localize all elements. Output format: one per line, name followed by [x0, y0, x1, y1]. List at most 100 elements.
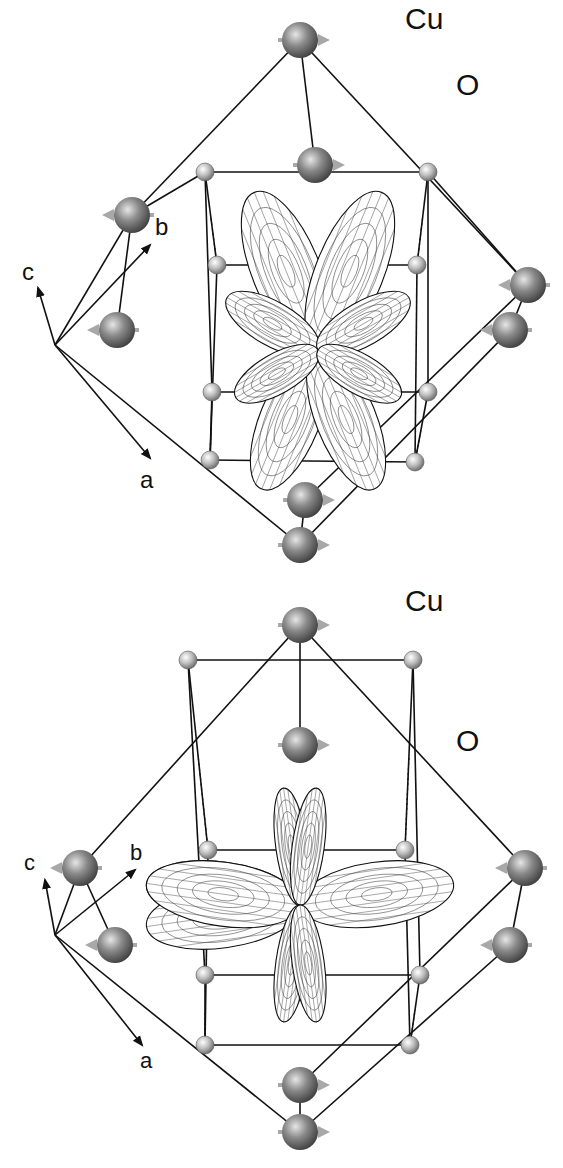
- cu-atom: [510, 267, 546, 303]
- o-atom: [196, 163, 214, 181]
- lobe-mesh: [309, 797, 323, 898]
- lobe-mesh: [317, 355, 397, 401]
- atom-label: Cu: [405, 586, 443, 616]
- lobe-mesh: [304, 892, 453, 913]
- lobe-mesh: [296, 907, 312, 1020]
- lobe-mesh: [277, 912, 291, 1013]
- cu-atom: [282, 22, 318, 58]
- bond-line: [415, 265, 417, 462]
- lobe-mesh: [242, 345, 296, 376]
- cu-atom: [282, 1114, 318, 1150]
- lobe-outline: [284, 903, 332, 1024]
- dotted-bond: [405, 755, 409, 850]
- lobe-mesh: [296, 789, 312, 902]
- lobe-mesh: [251, 292, 311, 327]
- axis-label: a: [140, 468, 153, 492]
- lobe-mesh: [236, 345, 307, 386]
- lobe-mesh: [304, 791, 320, 904]
- bond-line: [413, 660, 420, 975]
- orbital-lobe: [226, 333, 328, 415]
- cu-atom: [282, 527, 318, 563]
- lobe-mesh: [291, 806, 302, 883]
- lobe-mesh: [236, 350, 318, 398]
- o-atom: [208, 256, 226, 274]
- atom-label: O: [456, 726, 479, 756]
- bond-line: [410, 975, 420, 1045]
- lobe-mesh: [309, 912, 323, 1013]
- bond-line: [205, 1044, 410, 1046]
- bond-line: [428, 172, 528, 285]
- bond-line: [300, 40, 315, 165]
- lobe-mesh: [274, 923, 285, 1000]
- lobe-mesh: [239, 291, 318, 336]
- o-atom: [408, 256, 426, 274]
- lobe-mesh: [277, 797, 291, 898]
- lobe-outline: [308, 333, 410, 415]
- o-atom: [419, 163, 437, 181]
- lobe-mesh: [291, 926, 302, 1003]
- lobe-mesh: [236, 341, 318, 407]
- lobe-mesh: [240, 355, 320, 401]
- lobe-mesh: [323, 863, 425, 877]
- cu-atom: [492, 312, 528, 348]
- lobe-mesh: [305, 210, 347, 314]
- bond-line: [204, 975, 206, 1045]
- cu-atom: [297, 147, 333, 183]
- lobe-mesh: [274, 810, 285, 887]
- lobe-mesh: [155, 901, 288, 920]
- o-atom: [396, 841, 414, 859]
- atom-label: Cu: [405, 4, 443, 34]
- o-atom: [401, 1036, 419, 1054]
- o-atom: [203, 383, 221, 401]
- dotted-bond: [198, 755, 208, 850]
- cu-atom: [282, 1067, 318, 1103]
- o-atom: [196, 1036, 214, 1054]
- lobe-mesh: [159, 869, 292, 888]
- lobe-mesh: [300, 905, 316, 1022]
- lobe-mesh: [318, 298, 409, 351]
- o-atom: [419, 383, 437, 401]
- lobe-mesh: [315, 923, 326, 1000]
- lobe-mesh: [300, 883, 453, 905]
- lobe-mesh: [313, 901, 446, 920]
- o-atom: [411, 966, 429, 984]
- axis-arrow: [45, 880, 55, 935]
- bond-line: [188, 659, 413, 661]
- o-atom: [404, 651, 422, 669]
- lobe-mesh: [235, 346, 315, 392]
- bond-line: [80, 625, 300, 868]
- bond-line: [188, 660, 208, 850]
- cu-atom: [62, 850, 98, 886]
- cu-atom: [507, 850, 543, 886]
- axis-arrow: [55, 345, 150, 458]
- lobe-mesh: [176, 863, 278, 877]
- lobe-mesh: [150, 876, 299, 897]
- cu-atom: [97, 927, 133, 963]
- bond-line: [405, 660, 413, 850]
- lobe-mesh: [307, 382, 344, 474]
- o-atom: [406, 453, 424, 471]
- lobe-mesh: [325, 292, 385, 327]
- lobe-mesh: [304, 906, 320, 1019]
- bond-line: [210, 265, 217, 460]
- lobe-mesh: [293, 795, 307, 896]
- cu-atom: [287, 482, 323, 518]
- o-atom: [179, 651, 197, 669]
- cu-atom: [114, 197, 150, 233]
- atom-label: O: [456, 70, 479, 100]
- axis-label: b: [130, 842, 142, 864]
- axis-label: a: [140, 1050, 152, 1072]
- orbital-lobe: [284, 786, 332, 907]
- bond-line: [417, 172, 428, 265]
- lobe-mesh: [322, 346, 402, 392]
- cu-atom: [282, 727, 318, 763]
- lobe-mesh: [329, 911, 431, 925]
- lobe-mesh: [231, 294, 319, 345]
- cu-atom: [99, 312, 135, 348]
- axis-label: c: [24, 852, 35, 874]
- lobe-mesh: [318, 350, 400, 398]
- bond-line: [55, 935, 300, 1132]
- o-atom: [199, 841, 217, 859]
